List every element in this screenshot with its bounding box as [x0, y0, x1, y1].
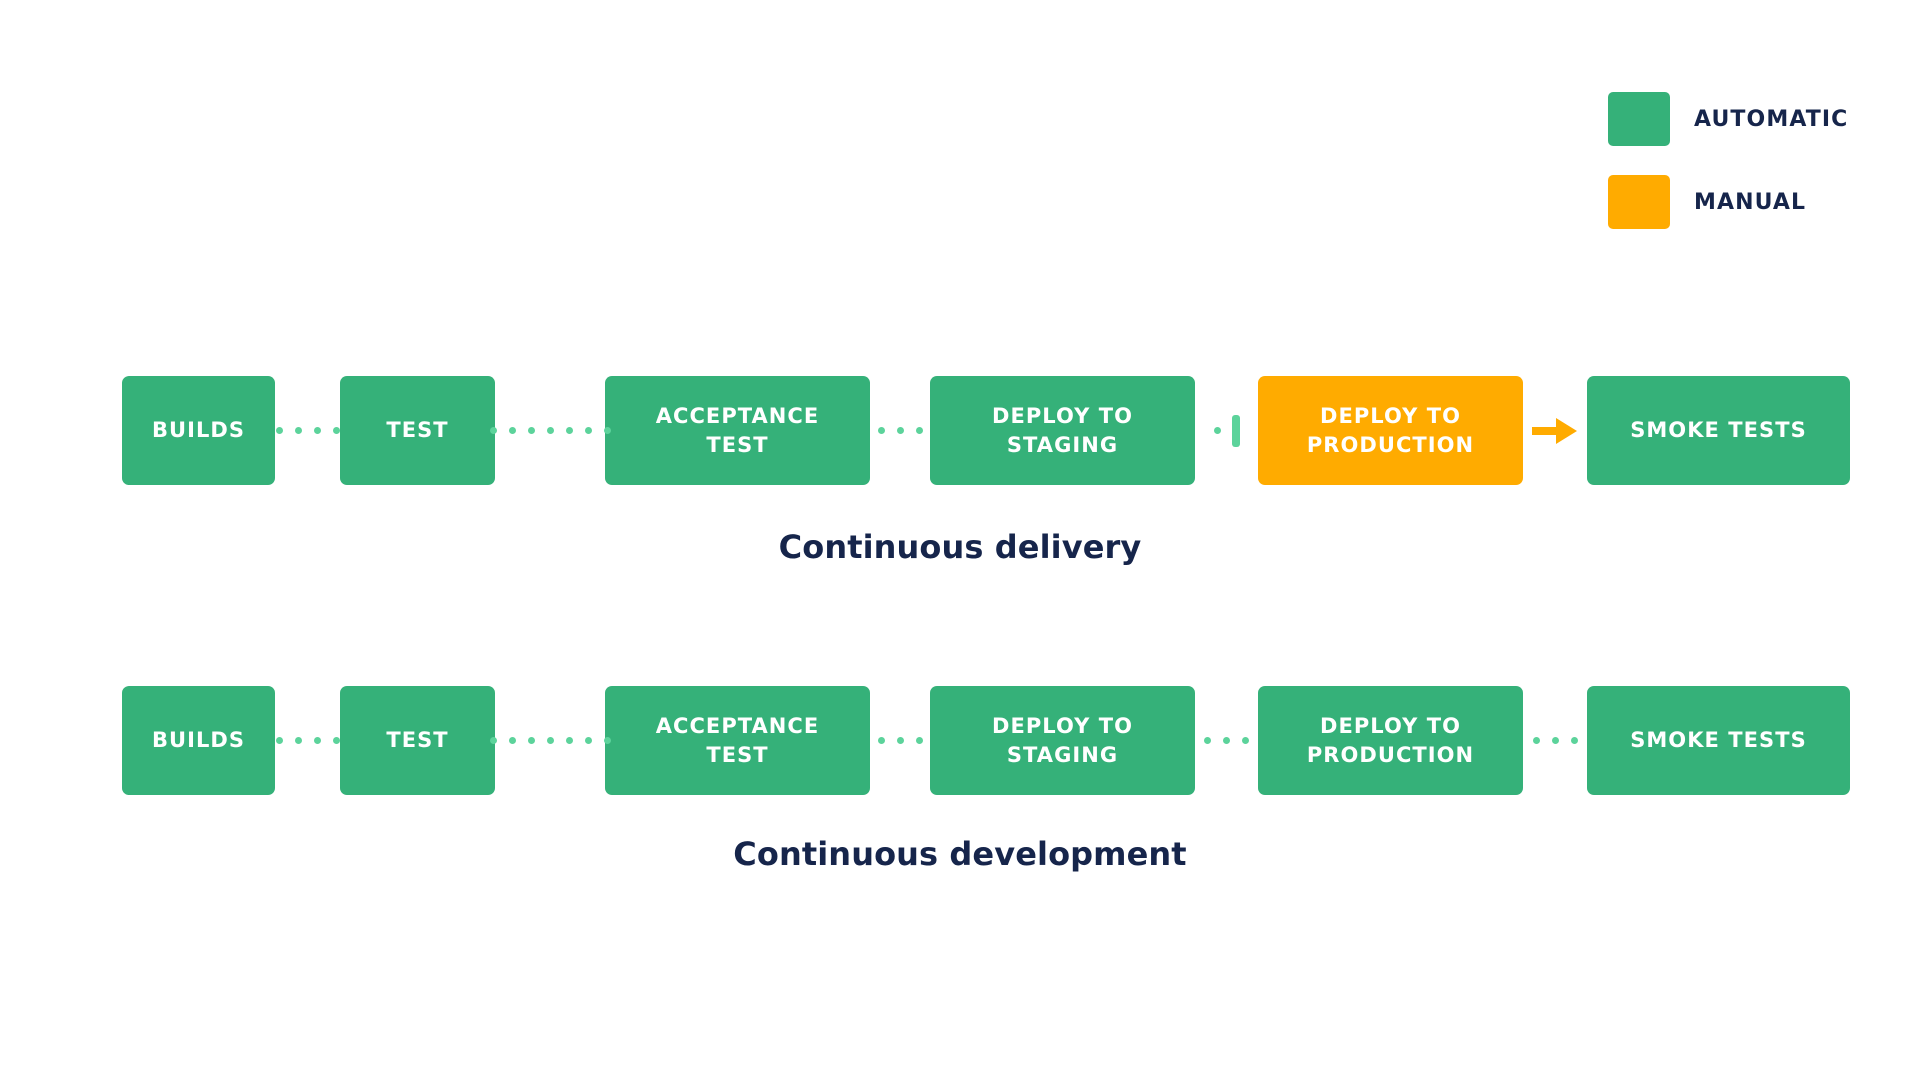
connector-dot-icon — [1204, 737, 1211, 744]
connector-dot-icon — [546, 427, 554, 434]
pipeline-stage-label: DEPLOY TO PRODUCTION — [1306, 714, 1475, 767]
connector-dot-icon — [275, 427, 283, 434]
pipeline-stage-label: BUILDS — [151, 728, 246, 753]
pipeline-stage-smoke-tests[interactable]: SMOKE TESTS — [1587, 376, 1850, 485]
connector-dot-icon — [584, 427, 592, 434]
pipeline-stage-label: DEPLOY TO STAGING — [991, 404, 1134, 457]
connector-dot-icon — [915, 737, 923, 744]
orange-square-swatch-icon — [1608, 175, 1670, 229]
pipeline-connector-dotted — [275, 376, 340, 485]
connector-dot-icon — [294, 427, 302, 434]
connector-dot-icon — [332, 737, 340, 744]
connector-dot-icon — [508, 427, 516, 434]
pipeline-stage-label: SMOKE TESTS — [1630, 728, 1807, 753]
connector-dot-icon — [565, 737, 573, 744]
connector-dot-icon — [275, 737, 283, 744]
pipeline-connector-dotted — [489, 686, 611, 795]
connector-dot-icon — [877, 427, 885, 434]
connector-dot-icon — [603, 737, 611, 744]
pipeline-continuous-development: BUILDS TEST ACCEPTANCE TEST DEPLOY TO STAGI… — [0, 686, 1920, 795]
connector-dot-icon — [1570, 737, 1578, 744]
pipeline-stage-smoke-tests[interactable]: SMOKE TESTS — [1587, 686, 1850, 795]
legend: AUTOMATIC MANUAL — [1608, 92, 1848, 229]
pipeline-stage-builds[interactable]: BUILDS — [122, 376, 275, 485]
pipeline-connector-dotted — [489, 376, 611, 485]
connector-dot-icon — [332, 427, 340, 434]
connector-dot-icon — [915, 427, 923, 434]
pipeline-connector-dotted — [870, 376, 930, 485]
connector-dot-icon — [603, 427, 611, 434]
orange-arrow-icon — [1532, 417, 1577, 444]
pipeline-stage-label: SMOKE TESTS — [1630, 418, 1807, 443]
pipeline-connector-dotted — [275, 686, 340, 795]
connector-dot-icon — [546, 737, 554, 744]
pipeline-stage-builds[interactable]: BUILDS — [122, 686, 275, 795]
connector-dot-icon — [1551, 737, 1559, 744]
connector-dot-icon — [527, 737, 535, 744]
legend-label-manual: MANUAL — [1694, 189, 1807, 215]
connector-dot-icon — [294, 737, 302, 744]
connector-dot-icon — [489, 427, 497, 434]
connector-dot-icon — [584, 737, 592, 744]
pipeline-connector-dotted — [1523, 686, 1587, 795]
pipeline-stage-label: TEST — [386, 418, 449, 443]
pipeline-stage-acceptance-test[interactable]: ACCEPTANCE TEST — [605, 376, 870, 485]
pipeline-stage-deploy-to-staging[interactable]: DEPLOY TO STAGING — [930, 686, 1195, 795]
pipeline-stage-deploy-to-staging[interactable]: DEPLOY TO STAGING — [930, 376, 1195, 485]
connector-dot-icon — [489, 737, 497, 744]
connector-dot-icon — [896, 427, 904, 434]
connector-dot-icon — [877, 737, 885, 744]
legend-label-automatic: AUTOMATIC — [1694, 106, 1849, 132]
connector-dot-icon — [313, 737, 321, 744]
connector-dot-icon — [527, 427, 535, 434]
manual-gate-bar-icon — [1231, 414, 1240, 447]
pipeline-connector-manual-gate — [1195, 376, 1258, 485]
pipeline-stage-test[interactable]: TEST — [340, 376, 495, 485]
legend-item-automatic: AUTOMATIC — [1608, 92, 1848, 146]
connector-dot-icon — [1532, 737, 1540, 744]
pipeline-track: BUILDS TEST ACCEPTANCE TEST DEPLOY TO STAGI… — [0, 376, 1920, 485]
pipeline-stage-test[interactable]: TEST — [340, 686, 495, 795]
pipeline-continuous-delivery: BUILDS TEST ACCEPTANCE TEST DEPLOY TO STAGI… — [0, 376, 1920, 485]
pipeline-stage-deploy-to-production[interactable]: DEPLOY TO PRODUCTION — [1258, 686, 1523, 795]
pipeline-stage-acceptance-test[interactable]: ACCEPTANCE TEST — [605, 686, 870, 795]
connector-dot-icon — [896, 737, 904, 744]
pipeline-stage-label: DEPLOY TO PRODUCTION — [1306, 404, 1475, 457]
legend-item-manual: MANUAL — [1608, 175, 1848, 229]
pipeline-stage-label: BUILDS — [151, 418, 246, 443]
pipeline-connector-dotted — [1195, 686, 1258, 795]
connector-dot-icon — [508, 737, 516, 744]
pipeline-connector-arrow — [1523, 376, 1587, 485]
pipeline-stage-deploy-to-production[interactable]: DEPLOY TO PRODUCTION — [1258, 376, 1523, 485]
pipeline-track: BUILDS TEST ACCEPTANCE TEST DEPLOY TO STAGI… — [0, 686, 1920, 795]
green-square-swatch-icon — [1608, 92, 1670, 146]
pipeline-stage-label: DEPLOY TO STAGING — [991, 714, 1134, 767]
connector-dot-icon — [1242, 737, 1249, 744]
pipeline-stage-label: TEST — [386, 728, 449, 753]
pipeline-caption-continuous-delivery: Continuous delivery — [778, 528, 1142, 566]
pipeline-caption-continuous-development: Continuous development — [733, 835, 1187, 873]
connector-dot-icon — [313, 427, 321, 434]
pipeline-connector-dotted — [870, 686, 930, 795]
pipeline-stage-label: ACCEPTANCE TEST — [655, 404, 820, 457]
pipeline-stage-label: ACCEPTANCE TEST — [655, 714, 820, 767]
connector-dot-icon — [565, 427, 573, 434]
connector-dot-icon — [1223, 737, 1230, 744]
connector-dot-icon — [1213, 427, 1221, 434]
